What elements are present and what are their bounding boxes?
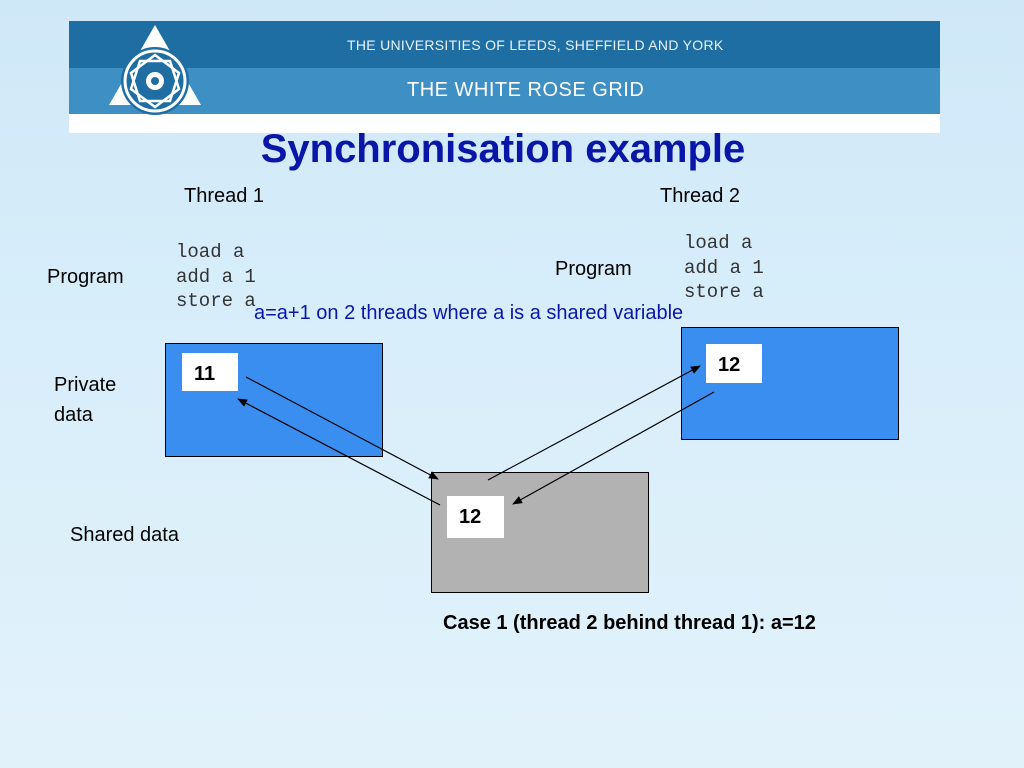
banner-universities-text: THE UNIVERSITIES OF LEEDS, SHEFFIELD AND… [347,37,724,53]
thread2-program-label: Program [555,258,632,280]
private-data-label: Private data [54,374,117,426]
arrow-shared-to-thread1 [237,398,441,506]
shared-variable-note: a=a+1 on 2 threads where a is a shared v… [254,302,684,324]
thread1-code: load a add a 1 store a [176,241,256,312]
banner: THE UNIVERSITIES OF LEEDS, SHEFFIELD AND… [69,21,940,133]
arrow-thread2-to-shared [512,391,715,505]
thread1-program-label: Program [47,266,124,288]
slide-title: Synchronisation example [260,127,746,171]
thread2-header: Thread 2 [660,185,741,207]
case-caption: Case 1 (thread 2 behind thread 1): a=12 [443,612,816,634]
shared-value: 12 [447,496,504,538]
banner-middle-band [69,68,940,114]
thread2-code: load a add a 1 store a [684,232,764,303]
arrow-thread1-to-shared [245,376,439,480]
banner-bottom-band [69,114,940,133]
banner-grid-name: THE WHITE ROSE GRID [407,79,645,101]
arrow-shared-to-thread2 [487,365,701,481]
banner-top-band [69,21,940,68]
thread1-header: Thread 1 [184,185,265,207]
thread1-private-value: 11 [182,353,238,391]
thread2-private-value: 12 [706,344,762,383]
shared-data-label: Shared data [70,524,179,546]
white-rose-logo-icon [109,25,201,115]
